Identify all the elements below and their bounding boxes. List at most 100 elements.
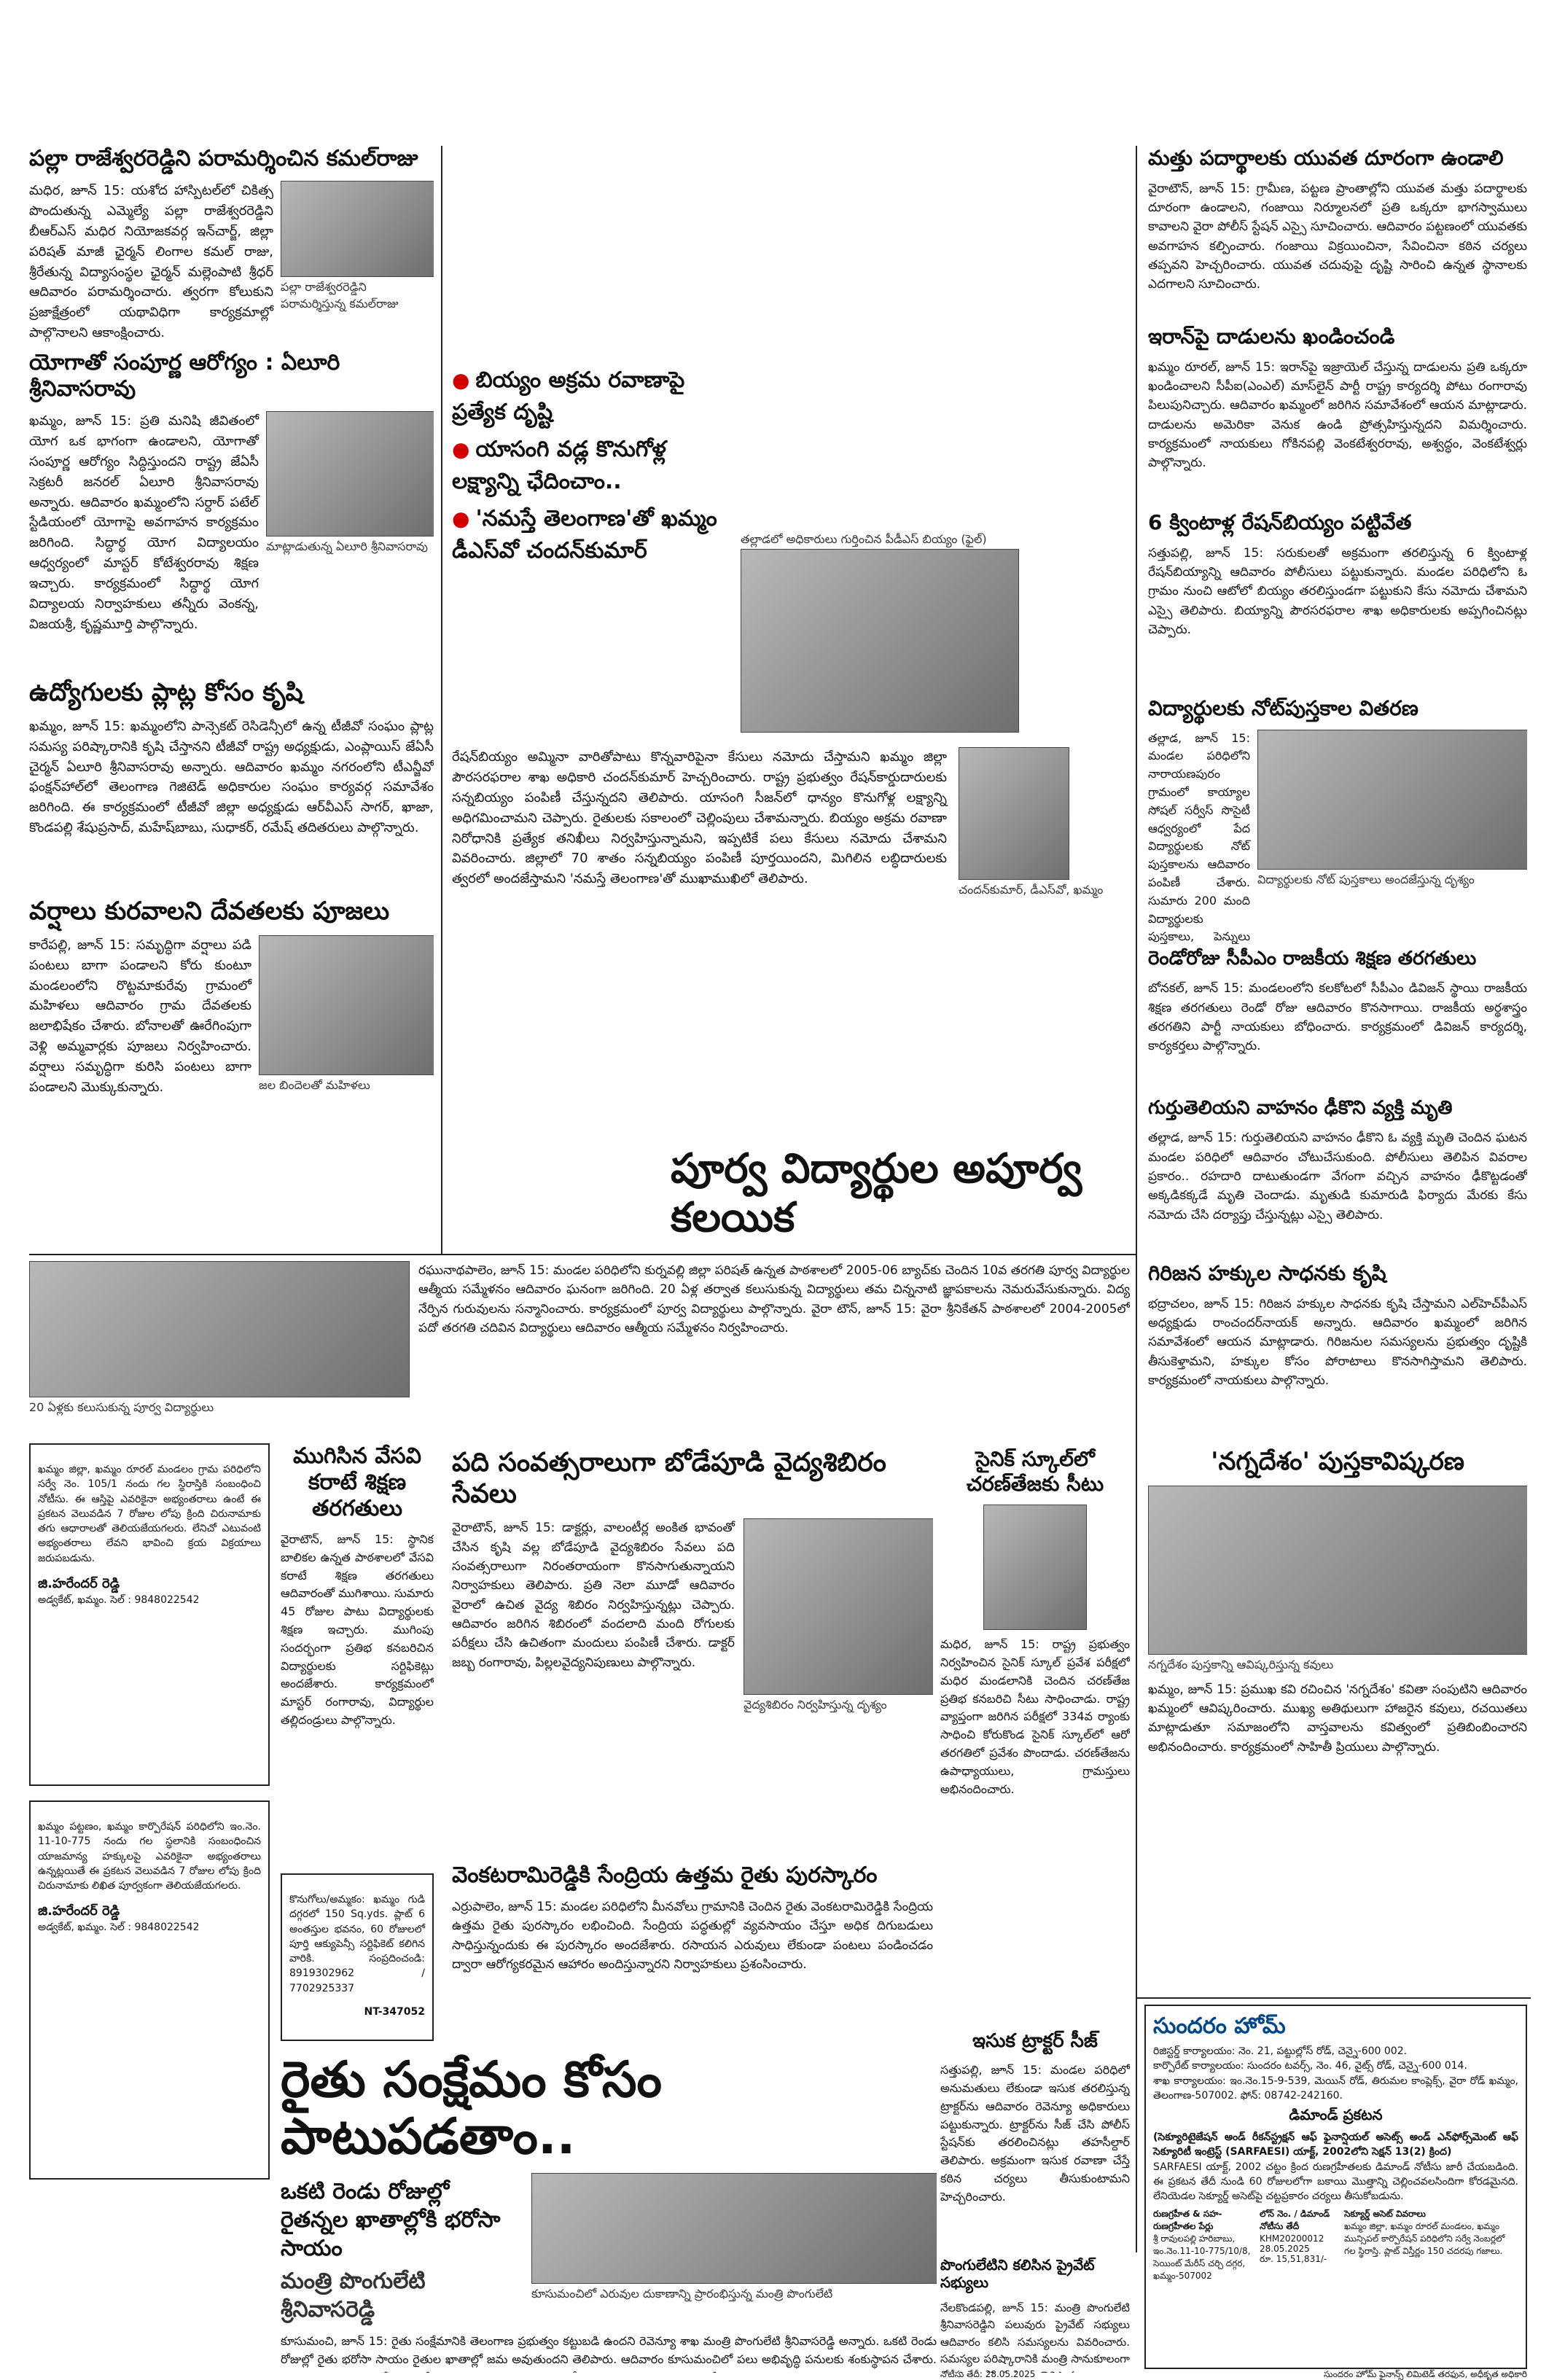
article-drugs: మత్తు పదార్థాలకు యువత దూరంగా ఉండాలి వైరా…	[1148, 146, 1527, 321]
portrait-photo	[983, 1505, 1087, 1631]
news-photo	[281, 181, 434, 277]
article-body: కూసుమంచి, జూన్ 15: రైతు సంక్షేమానికి తెల…	[281, 2334, 937, 2373]
ad-text: కొనుగోలు/అమ్మకం: ఖమ్మం గుడి దగ్గరలో 150 …	[289, 1894, 425, 1994]
notice-signature: జి.హరేందర్ రెడ్డి	[38, 1576, 120, 1592]
article-body: ఎర్రుపాలెం, జూన్ 15: మండల పరిధిలోని మీనవ…	[452, 1900, 933, 1973]
news-photo	[744, 1518, 933, 1696]
photo-caption: విద్యార్థులకు నోట్ పుస్తకాలు అందజేస్తున్…	[1257, 872, 1475, 886]
article-body: మధిర, జూన్ 15: యశోద హాస్పిటల్‌లో చికిత్స…	[29, 183, 273, 341]
headline: గుర్తుతెలియని వాహనం ఢీకొని వ్యక్తి మృతి	[1148, 1097, 1453, 1119]
article-alumni: పూర్వ విద్యార్థుల అపూర్వ కలయిక	[29, 1144, 1130, 1319]
article-book-launch: 'నగ్నదేశం' పుస్తకావిష్కరణ నగ్నదేశం పుస్త…	[1148, 1447, 1527, 1994]
notice-date: 28.05.2025	[1260, 2243, 1310, 2254]
brand-logo: సుందరం హోమ్	[1153, 2013, 1286, 2039]
due-amount: రూ. 15,51,831/-	[1260, 2253, 1327, 2264]
col-asset-head: సెక్యూర్డ్ అసెట్ వివరాలు	[1344, 2208, 1426, 2219]
photo-caption: 20 ఏళ్లకు కలుసుకున్న పూర్వ విద్యార్థులు	[29, 1400, 214, 1414]
article-body: వైరాటౌన్, జూన్ 15: గ్రామీణ, పట్టణ ప్రాంత…	[1148, 181, 1527, 292]
headline: ముగిసిన వేసవి కరాటే శిక్షణ తరగతులు	[293, 1443, 421, 1521]
ad-code: NT-347052	[364, 2006, 425, 2018]
notice-body: SARFAESI యాక్ట్, 2002 చట్టం క్రింద రుణగ్…	[1153, 2161, 1518, 2203]
article-cpm-training: రెండోరోజు సీపీఎం రాజకీయ శిక్షణ తరగతులు బ…	[1148, 948, 1527, 1093]
news-photo	[531, 2173, 937, 2285]
corp-office: కార్పొరేట్ కార్యాలయం: సుందరం టవర్స్, నెం…	[1153, 2060, 1467, 2072]
loan-number: KHM20200012	[1260, 2233, 1324, 2244]
notice-address: అడ్వకేట్, ఖమ్మం. సెల్ : 9848022542	[38, 1594, 200, 1607]
headline: విద్యార్థులకు నోట్‌పుస్తకాల వితరణ	[1148, 696, 1419, 720]
article-body: ఖమ్మం, జూన్ 15: ప్రతి మనిషి జీవితంలో యోగ…	[29, 413, 259, 632]
headline: రెండోరోజు సీపీఎం రాజకీయ శిక్షణ తరగతులు	[1148, 948, 1477, 969]
notice-intro: (సెక్యూరిటైజేషన్ అండ్ రీకన్‌స్ట్రక్షన్ ఆ…	[1153, 2131, 1518, 2158]
headline: సైనిక్ స్కూల్‌లో చరణ్‌తేజకు సీటు	[966, 1447, 1104, 1496]
headline: ఇరాన్‌పై దాడులను ఖండించండి	[1148, 324, 1395, 348]
footer-sign: సుందరం హోమ్ ఫైనాన్స్ లిమిటెడ్ తరఫున, అధీ…	[1324, 2369, 1527, 2379]
news-photo	[1148, 1485, 1527, 1655]
photo-caption: వైద్యశిబిరం నిర్వహిస్తున్న దృశ్యం	[744, 1698, 887, 1712]
branch-office: శాఖ కార్యాలయం: ఇం.నెం.15-9-539, మెయిన్ ర…	[1153, 2075, 1518, 2102]
headline: 6 క్వింటాళ్ల రేషన్‌బియ్యం పట్టివేత	[1148, 510, 1412, 534]
article-body: తల్లాడ, జూన్ 15: మండల పరిధిలోని నారాయణపు…	[1148, 730, 1250, 944]
headline: పూర్వ విద్యార్థుల అపూర్వ కలయిక	[671, 1145, 1082, 1242]
notice-footer: నోటీసు తేదీ: 28.05.2025 సుందరం హోమ్ ఫైనా…	[940, 2369, 1527, 2380]
notice-title: డిమాండ్ ప్రకటన	[1289, 2106, 1383, 2124]
article-yoga: యోగాతో సంపూర్ణ ఆరోగ్యం : ఏలూరి శ్రీనివాస…	[29, 350, 434, 671]
photo-caption: పల్లా రాజేశ్వరరెడ్డిని పరామర్శిస్తున్న క…	[281, 280, 399, 311]
borrower-name: శ్రీ రావులపల్లి హరిబాబు, ఇం.నెం.11-10-77…	[1153, 2233, 1251, 2281]
article-body: ఖమ్మం, జూన్ 15: ప్రముఖ కవి రచించిన 'నగ్న…	[1148, 1682, 1527, 1755]
article-sainik-school: సైనిక్ స్కూల్‌లో చరణ్‌తేజకు సీటు మధిర, జ…	[940, 1447, 1130, 2023]
article-body: నేలకొండపల్లి, జూన్ 15: మంత్రి పొంగులేటి …	[940, 2301, 1130, 2373]
photo-caption: తల్లాడలో అధికారులు గుర్తించిన పీడీఎస్ బి…	[741, 532, 987, 546]
subheadline: ఒకటి రెండు రోజుల్లో రైతన్నల ఖాతాల్లోకి భ…	[281, 2179, 501, 2262]
article-farmer-welfare: రైతు సంక్షేమం కోసం పాటుపడతాం.. ఒకటి రెండ…	[281, 2052, 937, 2373]
headline: వెంకటరామిరెడ్డికి సేంద్రియ ఉత్తమ రైతు పు…	[452, 1862, 878, 1888]
headline: ఉద్యోగులకు ప్లాట్ల కోసం కృషి	[29, 678, 303, 707]
article-plots: ఉద్యోగులకు ప్లాట్ల కోసం కృషి ఖమ్మం, జూన్…	[29, 678, 434, 889]
article-sand-tractor: ఇసుక ట్రాక్టర్ సీజ్ సత్తుపల్లి, జూన్ 15:…	[940, 2030, 1130, 2249]
article-body: బోనకల్, జూన్ 15: మండలంలోని కలకోటలో సీపీఎ…	[1148, 981, 1527, 1054]
article-body: వైరాటౌన్, జూన్ 15: స్థానిక బాలికల ఉన్నత …	[281, 1532, 434, 1727]
reg-office: రిజిస్టర్డ్ కార్యాలయం: నెం. 21, పట్టుల్ల…	[1153, 2045, 1408, 2057]
article-body: రఘునాథపాలెం, జూన్ 15: మండల పరిధిలోని కుర…	[418, 1263, 1130, 1336]
news-photo	[741, 549, 1019, 733]
alumni-content: 20 ఏళ్లకు కలుసుకున్న పూర్వ విద్యార్థులు …	[29, 1261, 1130, 1432]
asset-details: ఖమ్మం జిల్లా, ఖమ్మం రూరల్ మండలం, ఖమ్మం మ…	[1344, 2220, 1505, 2256]
col-borrower-head: రుణగ్రహీత & సహ-రుణగ్రహీతల పేర్లు	[1153, 2208, 1222, 2231]
article-tribal-rights: గిరిజన హక్కుల సాధనకు కృషి భద్రాచలం, జూన్…	[1148, 1261, 1527, 1443]
article-notebooks: విద్యార్థులకు నోట్‌పుస్తకాల వితరణ తల్లాడ…	[1148, 696, 1527, 944]
bullet-item: ●యాసంగి వడ్ల కొనుగోళ్ల లక్ష్యాన్ని ఛేదిం…	[452, 437, 666, 494]
headline: మత్తు పదార్థాలకు యువత దూరంగా ఉండాలి	[1148, 146, 1504, 170]
bullet-item: ●'నమస్తే తెలంగాణ'తో ఖమ్మం డీఎస్‌వో చందన్…	[452, 506, 717, 563]
article-body: వైరాటౌన్, జూన్ 15: డాక్టర్లు, వాలంటీర్ల …	[452, 1521, 735, 1670]
news-photo	[266, 411, 434, 537]
news-photo	[1257, 729, 1527, 870]
news-photo	[29, 1261, 410, 1397]
article-ration-rice: 6 క్వింటాళ్ల రేషన్‌బియ్యం పట్టివేత సత్తు…	[1148, 510, 1527, 692]
headline: పొంగులేటిని కలిసిన ప్రైవేట్ సభ్యులు	[940, 2256, 1095, 2291]
article-body: ఖమ్మం రూరల్, జూన్ 15: ఇరాన్‌పై ఇజ్రాయెల్…	[1148, 359, 1527, 471]
article-iran: ఇరాన్‌పై దాడులను ఖండించండి ఖమ్మం రూరల్, …	[1148, 324, 1527, 507]
article-body: కారేపల్లి, జూన్ 15: సమృద్ధిగా వర్షాలు పడ…	[29, 937, 251, 1096]
notice-signature: జి.హరేందర్ రెడ్డి	[38, 1903, 120, 1919]
article-dso-interview: ●బియ్యం అక్రమ రవాణాపై ప్రత్యేక దృష్టి ●య…	[452, 364, 1126, 1137]
news-photo	[259, 935, 434, 1075]
notice-text: ఖమ్మం పట్టణం, ఖమ్మం కార్పొరేషన్ పరిధిలోన…	[38, 1821, 261, 1892]
article-ponguleti-members: పొంగులేటిని కలిసిన ప్రైవేట్ సభ్యులు నేలక…	[940, 2256, 1130, 2373]
footer-date: నోటీసు తేదీ: 28.05.2025	[940, 2369, 1036, 2379]
article-body: ఖమ్మం, జూన్ 15: ఖమ్మంలోని పాన్సెకట్ రెసి…	[29, 718, 434, 836]
headline: ఇసుక ట్రాక్టర్ సీజ్	[972, 2030, 1098, 2052]
photo-caption: జల బిందెలతో మహిళలు	[259, 1077, 370, 1092]
article-body: సత్తుపల్లి, జూన్ 15: సరుకులతో అక్రమంగా త…	[1148, 545, 1527, 637]
headline: యోగాతో సంపూర్ణ ఆరోగ్యం : ఏలూరి శ్రీనివాస…	[29, 350, 340, 402]
col-loan-head: లోన్ నెం. / డిమాండ్ నోటీసు తేదీ	[1260, 2208, 1330, 2231]
notice-text: ఖమ్మం జిల్లా, ఖమ్మం రూరల్ మండలం గ్రామ పర…	[38, 1464, 261, 1564]
article-accident: గుర్తుతెలియని వాహనం ఢీకొని వ్యక్తి మృతి …	[1148, 1097, 1527, 1257]
headline: రైతు సంక్షేమం కోసం పాటుపడతాం..	[281, 2052, 662, 2166]
notice-address: అడ్వకేట్, ఖమ్మం. సెల్ : 9848022542	[38, 1921, 200, 1934]
headline: పది సంవత్సరాలుగా బోడేపూడి వైద్యశిబిరం సే…	[452, 1448, 886, 1510]
article-body: రేషన్‌బియ్యం అమ్మినా వారితోపాటు కొన్నవార…	[452, 749, 947, 887]
article-kamalraju: పల్లా రాజేశ్వరరెడ్డిని పరామర్శించిన కమల్…	[29, 146, 434, 343]
headline: వర్షాలు కురవాలని దేవతలకు పూజలు	[29, 897, 390, 926]
article-medical-camp: పది సంవత్సరాలుగా బోడేపూడి వైద్యశిబిరం సే…	[452, 1447, 933, 1855]
article-body: మధిర, జూన్ 15: రాష్ట్ర ప్రభుత్వం నిర్వహి…	[940, 1637, 1130, 1796]
sundaram-home-notice: సుందరం హోమ్ రిజిస్టర్డ్ కార్యాలయం: నెం. …	[1144, 2005, 1527, 2369]
